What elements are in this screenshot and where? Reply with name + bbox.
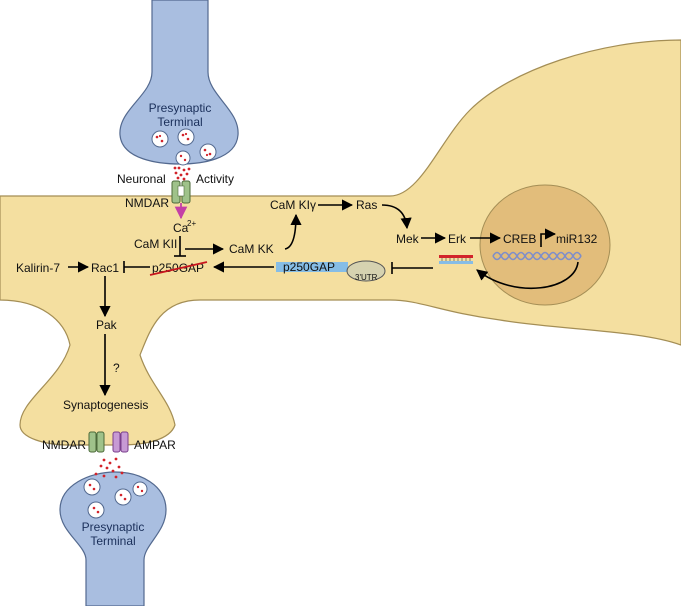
camkk-camki-arrow [284,213,302,250]
presynaptic-terminal-bottom [59,471,167,606]
presynaptic-top-label-1: Presynaptic [149,101,212,115]
erk-label: Erk [448,232,467,246]
p250gap-mrna-bar [276,262,348,272]
mirna-inhibits-utr [391,262,433,274]
ras-label: Ras [356,198,377,212]
neuronal-label: Neuronal [117,172,166,186]
nmdar-top-label: NMDAR [125,196,169,210]
vesicle-icon [151,128,217,166]
presynaptic-bottom-label-2: Terminal [90,534,135,548]
nucleus [479,184,611,306]
p250gap-mrna-label: p250GAP [283,260,335,274]
utr-bubble [346,260,386,282]
ampar-receptor-icon [112,431,129,453]
presynaptic-top-label-2: Terminal [157,115,202,129]
ca-label: Ca [173,221,189,235]
rac1-label: Rac1 [91,261,119,275]
vesicle-icon [83,478,148,519]
ras-mek-arrow [381,204,412,230]
creb-label: CREB [503,232,536,246]
creb-mir132-arrow [540,228,557,247]
mir132-label: miR132 [556,232,598,246]
camki-label: CaM KIγ [270,198,316,212]
ampar-bottom-label: AMPAR [134,438,176,452]
utr-label: 3'UTR [355,273,378,282]
neurotransmitter-release-bottom [94,457,124,479]
nmdar-receptor-icon [171,180,191,204]
camkk-label: CaM KK [229,242,274,256]
question-label: ? [113,361,120,375]
ca-superscript: 2+ [187,219,196,228]
mek-label: Mek [396,232,420,246]
p250gap-inhibits-rac1 [123,261,150,273]
activity-label: Activity [196,172,234,186]
presynaptic-bottom-label-1: Presynaptic [82,520,145,534]
neurotransmitter-release-top [173,166,191,181]
p250gap-strike [149,261,208,276]
dna-helix-icon [492,251,582,261]
mirna-precursor-icon [439,255,473,264]
kalirin-label: Kalirin-7 [16,261,60,275]
synaptogenesis-label: Synaptogenesis [63,398,148,412]
pak-label: Pak [96,318,118,332]
nmdar-bottom-label: NMDAR [42,438,86,452]
nmdar-receptor-icon [88,431,105,453]
camkii-inhibits-p250gap [174,236,186,257]
camkii-label: CaM KII [134,237,177,251]
mir132-export-arrow [476,261,579,290]
postsynaptic-neuron [0,39,681,446]
